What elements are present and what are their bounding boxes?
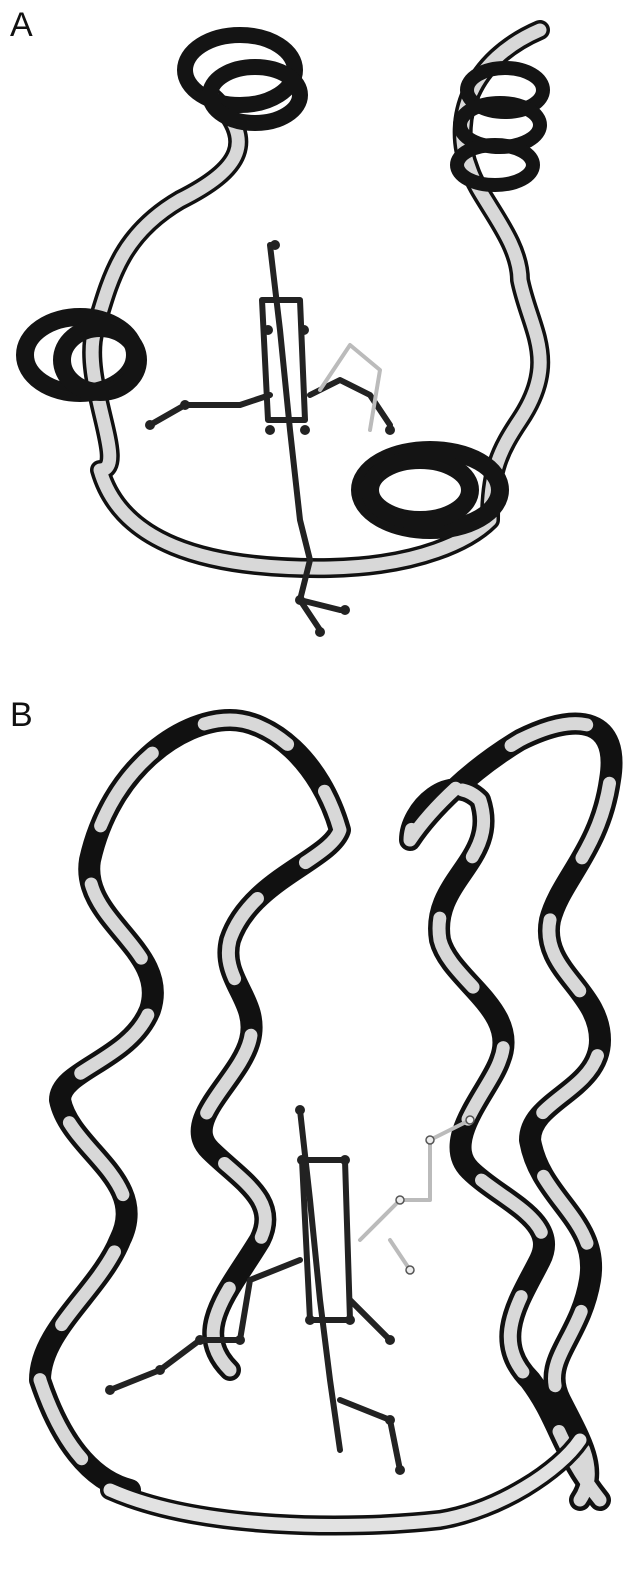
ligand-b bbox=[110, 1110, 400, 1470]
panel-a: A bbox=[0, 0, 634, 660]
helix-b-left bbox=[40, 720, 340, 1490]
helix-a-right bbox=[360, 450, 500, 530]
helix-b-left-outline bbox=[40, 720, 340, 1490]
helix-a-top-left bbox=[185, 35, 300, 123]
loop-b-bottom bbox=[110, 1440, 580, 1526]
panel-b-structure bbox=[0, 680, 634, 1569]
panel-a-structure bbox=[0, 0, 634, 660]
panel-b: B bbox=[0, 680, 634, 1569]
helix-a-left bbox=[25, 317, 138, 393]
helix-b-right-outline bbox=[410, 724, 612, 1500]
